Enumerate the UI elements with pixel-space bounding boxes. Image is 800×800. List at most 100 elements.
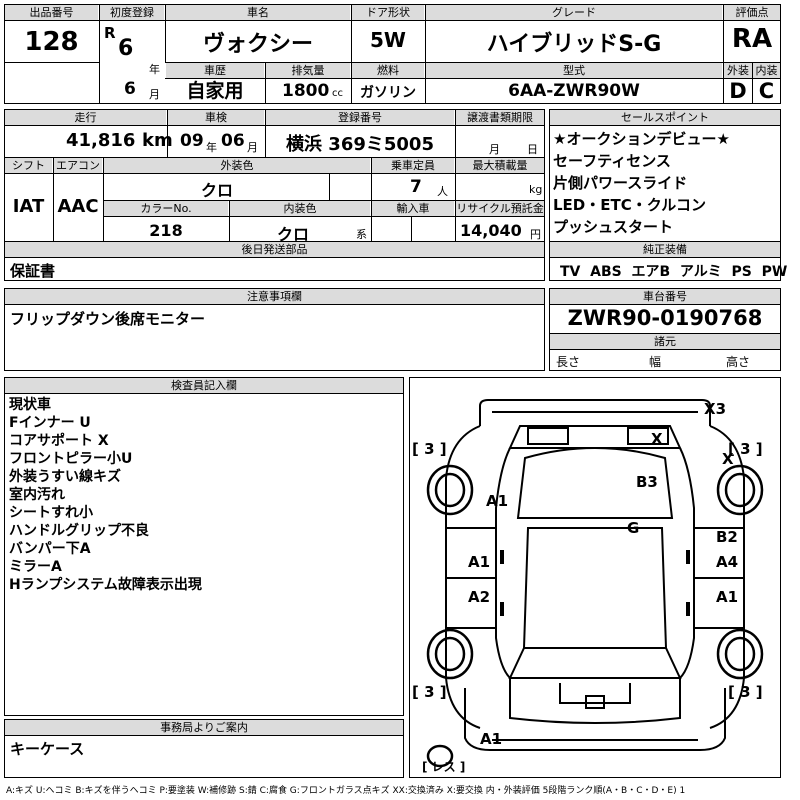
sales-point-item: セーフティセンス <box>553 152 671 170</box>
divider <box>351 62 352 104</box>
plate-number: 横浜 369ミ5005 <box>286 134 434 155</box>
int-color: クロ <box>276 225 309 244</box>
later-parts-label: 後日発送部品 <box>5 242 544 257</box>
divider <box>351 4 352 63</box>
equipment-item: エアB <box>631 264 671 280</box>
equipment-item: PS <box>731 264 752 280</box>
divider <box>549 304 781 305</box>
mark-right-front-door-a: B2 <box>716 528 738 546</box>
mark-front-glass: X <box>651 430 663 448</box>
mark-right-front-door-b: A4 <box>716 553 739 571</box>
equipment-list: TV ABS エアB アルミ PS PW <box>560 261 787 281</box>
office-text: キーケース <box>10 740 85 758</box>
chassis-number: ZWR90-0190768 <box>567 306 763 330</box>
notes-label: 注意事項欄 <box>5 289 544 304</box>
divider <box>411 216 412 241</box>
overall-score: RA <box>731 24 773 54</box>
displacement-label: 排気量 <box>266 63 350 78</box>
divider <box>4 393 404 394</box>
later-parts: 保証書 <box>10 262 56 280</box>
divider <box>549 241 781 242</box>
inspection-month: 06 <box>221 131 245 151</box>
displacement-unit: cc <box>332 88 343 99</box>
int-color-unit: 系 <box>356 228 367 241</box>
divider <box>167 109 168 157</box>
top-section <box>4 4 781 104</box>
capacity: 7 <box>410 177 422 197</box>
color-no-label: カラーNo. <box>104 201 228 216</box>
inspector-label: 検査員記入欄 <box>5 378 403 393</box>
equipment-item: TV <box>560 264 581 280</box>
fuel: ガソリン <box>360 85 416 101</box>
divider <box>165 4 166 63</box>
divider <box>265 62 266 104</box>
divider <box>549 257 781 258</box>
divider <box>723 4 724 104</box>
legend: A:キズ U:ヘコミ B:キズを伴うヘコミ P:要塗装 W:補修跡 S:錆 C:… <box>6 786 686 796</box>
era: R <box>104 24 116 42</box>
plate-label: 登録番号 <box>266 110 454 125</box>
divider <box>265 109 266 157</box>
lot-no-label: 出品番号 <box>5 5 98 20</box>
interior-label: 内装 <box>753 63 780 78</box>
color-no: 218 <box>149 221 183 240</box>
divider <box>53 157 54 241</box>
inspector-line: ミラーA <box>9 559 62 575</box>
inspector-lines: 現状車 Fインナー U コアサポート X フロントピラー小U 外装うすい線キズ … <box>9 396 399 594</box>
divider <box>4 125 545 126</box>
ext-color: クロ <box>200 181 233 200</box>
divider <box>103 157 104 241</box>
divider <box>4 173 545 174</box>
notes-section <box>4 288 545 371</box>
divider <box>4 62 100 63</box>
divider <box>425 4 426 63</box>
divider <box>4 157 545 158</box>
divider <box>425 62 426 104</box>
recycle-label: リサイクル預託金 <box>456 201 544 216</box>
inspection-year-unit: 年 <box>206 141 217 154</box>
inspector-line: Fインナー U <box>9 415 91 431</box>
damage-diagram: [ 3 ] [ 3 ] [ 3 ] [ 3 ] [ レス ] X3 X X B3… <box>409 377 781 778</box>
recycle-unit: 円 <box>530 228 541 241</box>
era-year: 6 <box>118 36 134 61</box>
capacity-unit: 人 <box>437 185 448 198</box>
inspection-year: 09 <box>180 131 204 151</box>
tire-front-left: [ 3 ] <box>412 440 447 458</box>
inspection-label: 車検 <box>168 110 264 125</box>
inspector-line: Hランプシステム故障表示出現 <box>9 577 202 593</box>
divider <box>4 257 545 258</box>
history: 自家用 <box>186 80 244 102</box>
mark-left-rear-door: A2 <box>468 588 491 606</box>
divider <box>455 157 456 241</box>
inspector-line: コアサポート X <box>9 433 109 449</box>
office-label: 事務局よりご案内 <box>5 720 403 735</box>
divider <box>4 241 545 242</box>
inspection-month-unit: 月 <box>247 141 258 154</box>
divider <box>752 62 753 104</box>
interior-grade: C <box>758 79 775 103</box>
grade: ハイブリッドS-G <box>486 32 662 57</box>
divider <box>4 304 545 305</box>
chassis-label: 車台番号 <box>550 289 780 304</box>
mileage-unit: km <box>142 130 173 151</box>
mark-roof: G <box>627 519 640 537</box>
first-reg-label: 初度登録 <box>100 5 164 20</box>
recycle-deposit: 14,040 <box>460 221 522 240</box>
transfer-label: 譲渡書類期限 <box>456 110 544 125</box>
month-unit: 月 <box>149 88 160 101</box>
max-load-label: 最大積載量 <box>456 158 544 173</box>
sales-points-list: ★オークションデビュー★ セーフティセンス 片側パワースライド LED・ETC・… <box>553 128 779 238</box>
equipment-label: 純正装備 <box>550 242 780 257</box>
inspector-section <box>4 377 404 716</box>
spare-tire: [ レス ] <box>422 760 466 774</box>
mark-left-front-door: A1 <box>468 553 491 571</box>
mileage-label: 走行 <box>5 110 166 125</box>
door-type: 5W <box>370 28 406 52</box>
sales-point-item: 片側パワースライド <box>553 174 688 192</box>
spec-width-label: 幅 <box>649 355 662 369</box>
displacement: 1800 <box>282 81 330 101</box>
exterior-grade: D <box>729 79 747 103</box>
first-reg-month: 6 <box>124 79 136 99</box>
inspector-line: フロントピラー小U <box>9 451 133 467</box>
car-name-label: 車名 <box>166 5 350 20</box>
